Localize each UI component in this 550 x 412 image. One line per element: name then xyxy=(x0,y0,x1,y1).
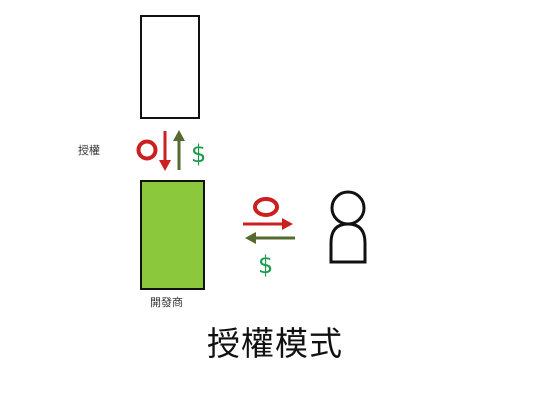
developer-box xyxy=(140,180,205,290)
license-down-arrow xyxy=(159,131,171,171)
dollar-icon: $ xyxy=(258,251,273,279)
license-token-icon xyxy=(253,197,279,217)
license-right-arrow xyxy=(243,218,293,230)
license-token-icon xyxy=(136,139,158,161)
payment-up-arrow xyxy=(173,130,185,170)
licensor-box xyxy=(140,15,200,119)
dollar-icon: $ xyxy=(191,140,206,168)
developer-label: 開發商 xyxy=(150,296,183,309)
person-icon xyxy=(329,190,367,264)
payment-left-arrow xyxy=(245,232,295,244)
license-label: 授權 xyxy=(78,144,100,157)
diagram-title: 授權模式 xyxy=(207,324,343,363)
